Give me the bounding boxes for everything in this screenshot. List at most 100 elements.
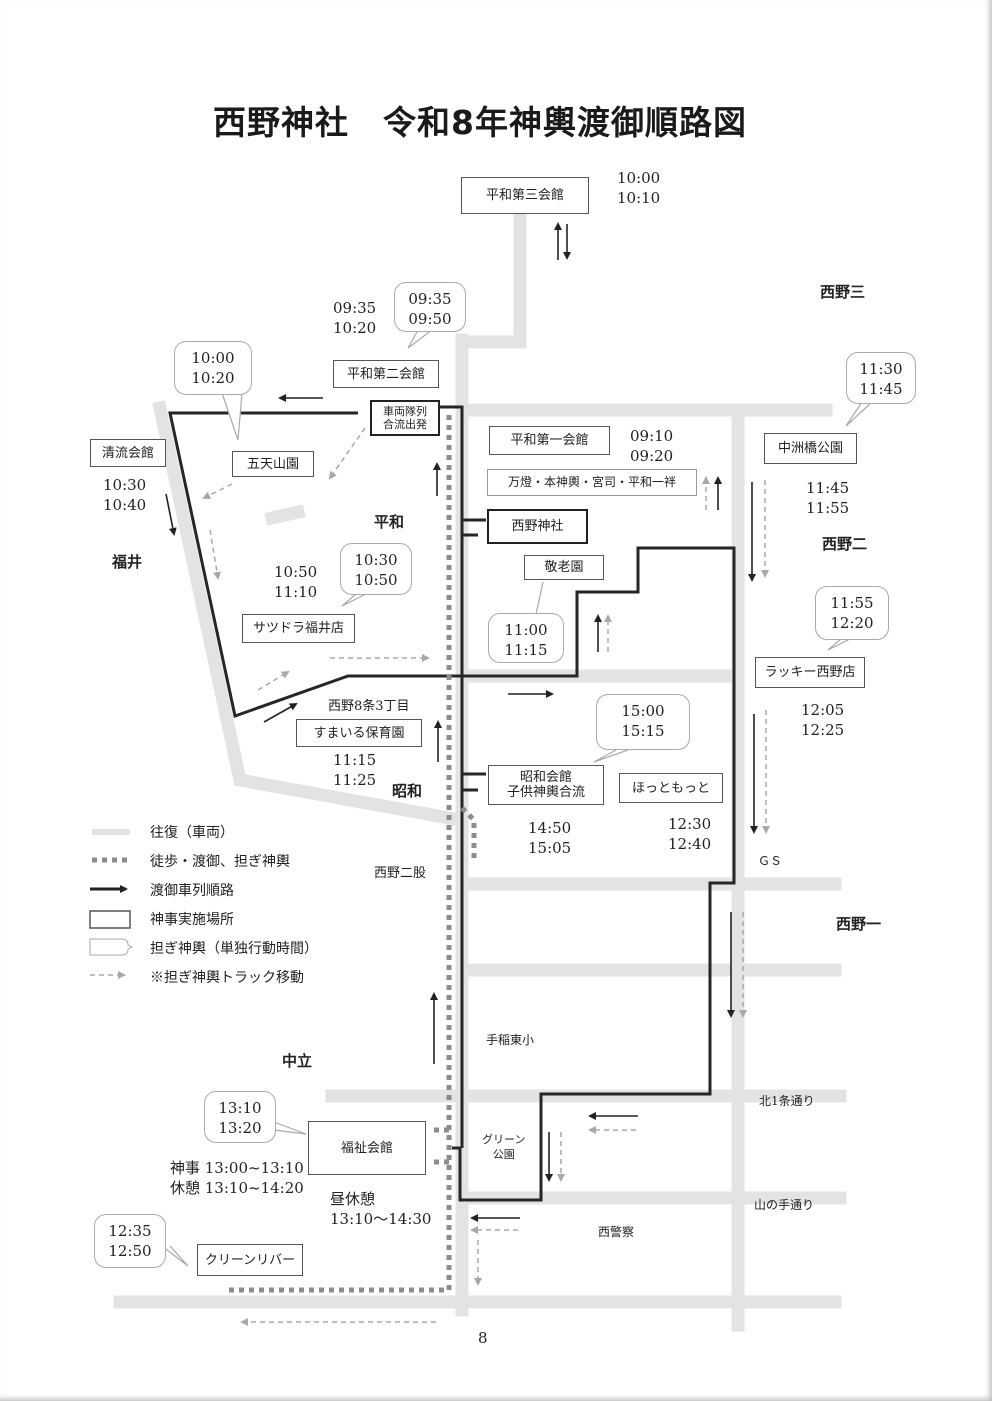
time-heiwa1: 09:10 09:20 [630,426,673,466]
bubble-green-river-end: 12:50 [108,1242,152,1260]
bubble-showa-start: 15:00 [621,702,665,720]
time-seiryu-start: 10:30 [103,476,147,494]
bubble-nakasu-start: 11:30 [859,360,903,378]
area-heiwa: 平和 [374,513,405,531]
time-hottomotto: 12:30 12:40 [668,814,711,854]
place-nakasu: 中洲橋公園 [764,433,857,464]
time-seiryu-end: 10:40 [103,496,147,514]
place-gotenzan: 五天山園 [232,451,314,477]
place-green-river: クリーンリバー [197,1244,303,1276]
label-yamanote: 山の手通り [754,1198,815,1212]
place-fukushi: 福祉会館 [308,1121,426,1175]
time-showa: 14:50 15:05 [528,818,571,858]
time-showa-start: 14:50 [528,819,572,837]
area-nishino2: 西野二 [822,535,868,553]
place-sharyo: 車両隊列 合流出発 [370,400,440,436]
green-park-line1: グリーン [482,1133,526,1146]
legend-symbols [89,829,134,979]
label-nishi-police: 西警察 [598,1225,635,1239]
area-nishino3: 西野三 [820,283,866,301]
fukushi-kyukei: 休憩 13:10~14:20 [170,1179,304,1197]
legend-roundtrip: 往復（車両） [150,825,234,841]
time-heiwa3-end: 10:10 [617,189,661,207]
label-gs: ＧＳ [758,854,783,868]
label-teine-higashi: 手稲東小 [486,1033,535,1047]
time-satsudora-end: 11:10 [274,583,318,601]
legend-carry: 担ぎ神輿（単独行動時間） [150,941,318,957]
time-satsudora-start: 10:50 [274,563,318,581]
showa-line2: 子供神輿合流 [506,785,585,800]
label-kita1jo: 北1条通り [759,1094,815,1108]
time-heiwa1-start: 09:10 [630,427,674,445]
time-smile: 11:15 11:25 [333,750,376,790]
fukushi-schedule: 神事 13:00~13:10 休憩 13:10~14:20 [170,1158,304,1198]
bubble-heiwa2-end: 09:50 [408,310,452,328]
time-showa-end: 15:05 [528,839,572,857]
bubble-nakasu: 11:30 11:45 [846,352,916,404]
time-satsudora: 10:50 11:10 [274,562,317,602]
time-lucky-end: 12:25 [801,721,845,739]
area-nishino1: 西野一 [836,915,882,933]
place-nishino-jinja: 西野神社 [487,509,588,544]
bubble-satsudora-end: 10:50 [354,571,398,589]
bubble-tails [161,329,873,1267]
legend-truck: ※担ぎ神輿トラック移動 [150,970,304,986]
bubble-fukushi-start: 13:10 [218,1099,262,1117]
page-title: 西野神社 令和8年神輿渡御順路図 [213,103,747,142]
label-nishino-futamata: 西野二股 [374,866,427,881]
place-mandoro: 万燈・本神輿・宮司・平和一袢 [487,469,697,496]
time-nakasu-end: 11:55 [806,499,850,517]
bubble-lucky: 11:55 12:20 [815,586,889,640]
time-heiwa3: 10:00 10:10 [617,168,660,208]
time-heiwa2-start: 09:35 [333,299,377,317]
page-number: 8 [478,1329,488,1347]
place-keirouen: 敬老園 [524,555,604,580]
time-nakasu: 11:45 11:55 [806,478,849,518]
time-heiwa2: 09:35 10:20 [333,298,376,338]
time-nakasu-start: 11:45 [806,479,850,497]
place-lucky: ラッキー西野店 [755,657,865,688]
place-heiwa3: 平和第三会館 [461,177,589,214]
place-heiwa1: 平和第一会館 [489,426,610,455]
sharyo-line2: 合流出発 [383,418,427,431]
bubble-keirouen-end: 11:15 [504,641,548,659]
sharyo-line1: 車両隊列 [383,405,427,418]
bubble-lucky-start: 11:55 [830,594,874,612]
bubble-nakasu-end: 11:45 [859,380,903,398]
lunch-break-line2: 13:10～14:30 [330,1210,432,1228]
place-heiwa2: 平和第二会館 [333,360,439,388]
direction-arrows [165,222,758,1222]
time-heiwa1-end: 09:20 [630,447,674,465]
bubble-green-river-start: 12:35 [108,1222,152,1240]
time-hottomotto-start: 12:30 [668,815,712,833]
green-park-line2: 公園 [492,1148,515,1161]
time-lucky-start: 12:05 [801,701,845,719]
showa-line1: 昭和会館 [519,770,572,785]
lunch-break-line1: 昼休憩 [330,1190,376,1208]
legend-walk: 徒歩・渡御、担ぎ神輿 [150,854,290,870]
place-satsudora: サツドラ福井店 [242,614,355,643]
time-heiwa2-end: 10:20 [333,319,377,337]
area-showa: 昭和 [392,782,423,800]
fukushi-shinji: 神事 13:00~13:10 [170,1159,304,1177]
time-seiryu: 10:30 10:40 [103,475,146,515]
bubble-keirouen: 11:00 11:15 [488,613,564,663]
time-heiwa3-start: 10:00 [617,169,661,187]
bubble-fukushi-end: 13:20 [218,1119,262,1137]
bubble-heiwa2: 09:35 09:50 [394,282,466,332]
bubble-showa-end: 15:15 [621,722,665,740]
lunch-break: 昼休憩 13:10～14:30 [330,1189,431,1229]
place-showa: 昭和会館 子供神輿合流 [488,765,604,805]
bubble-gotenzan-end: 10:20 [191,369,235,387]
time-smile-start: 11:15 [333,751,377,769]
bubble-satsudora-start: 10:30 [354,551,398,569]
time-smile-end: 11:25 [333,771,377,789]
bubble-keirouen-start: 11:00 [504,621,548,639]
bubble-lucky-end: 12:20 [830,614,874,632]
truck-arrows [202,427,770,1326]
area-nakadachi: 中立 [282,1052,313,1070]
label-nishino8jo: 西野8条3丁目 [328,699,410,714]
area-fukui: 福井 [112,553,143,571]
